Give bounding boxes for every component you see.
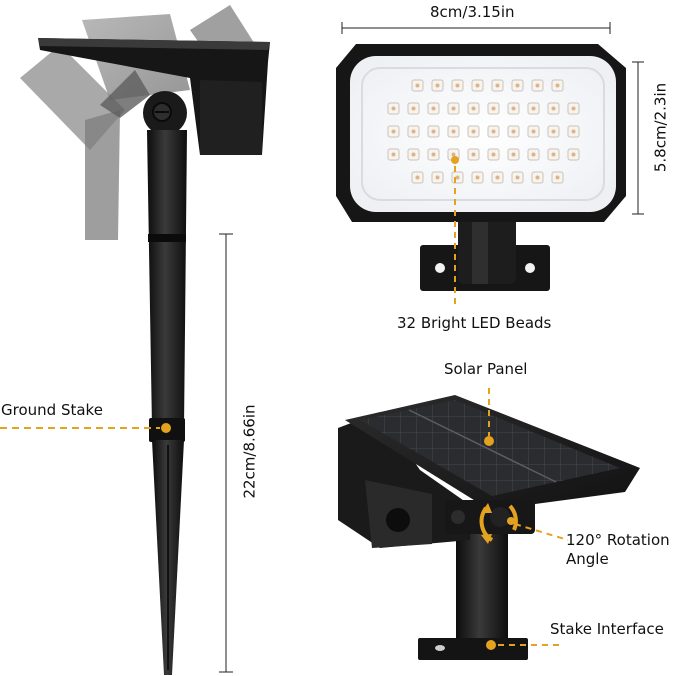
led-bead-chip (551, 129, 556, 134)
rotation-angle-label: 120° Rotation Angle (566, 531, 670, 568)
stake-interface-label: Stake Interface (550, 620, 664, 638)
led-bead-chip (511, 106, 516, 111)
led-bead-chip (535, 83, 540, 88)
led-bead-chip (471, 152, 476, 157)
stake-length-label: 22cm/8.66in (240, 404, 259, 499)
led-bead-chip (471, 106, 476, 111)
led-bead-chip (451, 106, 456, 111)
led-bead-chip (491, 152, 496, 157)
solar-panel-view (338, 395, 640, 660)
led-bead-chip (511, 152, 516, 157)
led-bead-chip (571, 152, 576, 157)
led-bead-chip (531, 152, 536, 157)
led-bead-chip (411, 106, 416, 111)
led-beads-callout (451, 156, 459, 305)
led-bead-chip (515, 83, 520, 88)
led-bead-chip (455, 83, 460, 88)
led-bead-chip (571, 129, 576, 134)
led-bead-chip (431, 152, 436, 157)
led-bead-chip (531, 129, 536, 134)
solar-panel-callout (484, 388, 494, 446)
led-bead-chip (535, 175, 540, 180)
led-bead-chip (491, 106, 496, 111)
led-bead-chip (551, 106, 556, 111)
led-bead-chip (471, 129, 476, 134)
led-bead-chip (531, 106, 536, 111)
led-bead-chip (515, 175, 520, 180)
led-bead-chip (491, 129, 496, 134)
led-bead-chip (411, 129, 416, 134)
led-bead-chip (475, 175, 480, 180)
led-bead-chip (555, 175, 560, 180)
led-beads-label: 32 Bright LED Beads (397, 314, 552, 332)
rotation-callout (507, 517, 569, 541)
ground-stake-callout (0, 423, 171, 433)
led-width-dimension (341, 22, 611, 34)
stake-dimension-line (219, 233, 233, 673)
led-bead-chip (555, 83, 560, 88)
led-bead-chip (431, 129, 436, 134)
stake-interface-callout (486, 640, 560, 650)
led-bead-chip (391, 152, 396, 157)
led-bead-chip (391, 106, 396, 111)
led-bead-chip (551, 152, 556, 157)
led-bead-chip (391, 129, 396, 134)
led-bead-chip (415, 175, 420, 180)
led-bead-chip (451, 129, 456, 134)
led-bead-grid (387, 79, 580, 184)
led-bead-chip (475, 83, 480, 88)
led-bead-chip (455, 175, 460, 180)
led-head-front (336, 44, 626, 291)
led-bead-chip (571, 106, 576, 111)
ground-stake-label: Ground Stake (1, 401, 103, 419)
led-bead-chip (451, 152, 456, 157)
led-bead-chip (435, 175, 440, 180)
solar-panel-label: Solar Panel (444, 360, 528, 378)
width-dimension-label: 8cm/3.15in (430, 3, 515, 21)
height-dimension-label: 5.8cm/2.3in (651, 82, 670, 173)
led-bead-chip (495, 83, 500, 88)
led-bead-chip (435, 83, 440, 88)
led-bead-chip (411, 152, 416, 157)
led-bead-chip (415, 83, 420, 88)
stake-light-main (38, 38, 270, 675)
led-height-dimension (632, 61, 644, 215)
led-bead-chip (431, 106, 436, 111)
led-bead-chip (511, 129, 516, 134)
led-bead-chip (495, 175, 500, 180)
